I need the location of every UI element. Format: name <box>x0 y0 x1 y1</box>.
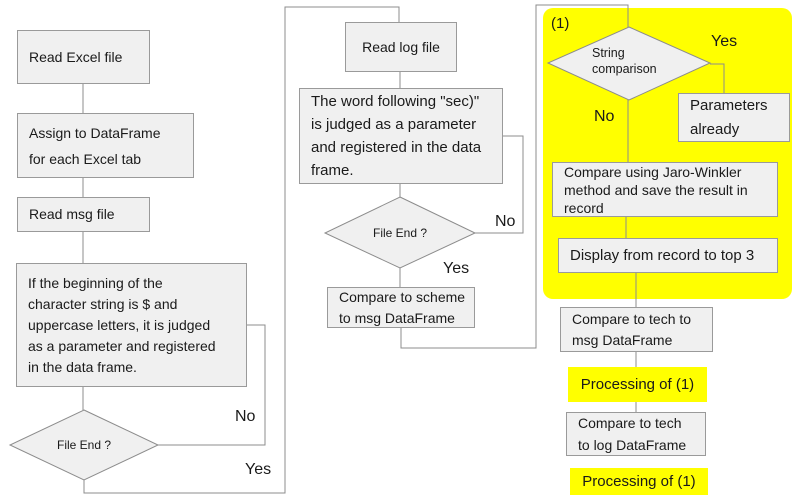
group-label-1: (1) <box>551 15 570 32</box>
process-assign-dataframe: Assign to DataFrame for each Excel tab <box>17 113 194 178</box>
label-processing-of-1-second: Processing of (1) <box>570 468 708 495</box>
process-read-log-file: Read log file <box>345 22 457 72</box>
branch-no-right: No <box>594 108 615 125</box>
decision-diamond-file-end-middle <box>323 196 477 269</box>
process-display-top3: Display from record to top 3 <box>558 238 778 273</box>
branch-yes-right: Yes <box>711 33 738 50</box>
decision-diamond-string-comparison <box>546 26 712 101</box>
branch-yes-left: Yes <box>245 461 272 478</box>
process-compare-tech-log: Compare to tech to log DataFrame <box>566 412 706 456</box>
process-read-msg-file: Read msg file <box>17 197 150 232</box>
connector-no-loop-left <box>158 324 266 446</box>
process-compare-tech-msg: Compare to tech to msg DataFrame <box>560 307 713 352</box>
process-judge-parameter-msg: If the beginning of the character string… <box>16 263 247 387</box>
decision-diamond-file-end-left <box>8 409 160 481</box>
branch-yes-middle: Yes <box>443 260 470 277</box>
branch-no-left: No <box>235 408 256 425</box>
process-judge-parameter-log: The word following "sec)" is judged as a… <box>299 88 503 184</box>
decision-label-string-comparison: String comparison <box>592 46 657 76</box>
connector-no-loop-middle <box>475 135 524 234</box>
label-processing-of-1-first: Processing of (1) <box>568 367 707 402</box>
process-parameters-already: Parameters already <box>678 93 790 142</box>
decision-label-file-end-left: File End ? <box>56 438 112 452</box>
connector-yes-left-to-middle <box>83 6 400 494</box>
connector-yes-right <box>710 63 725 93</box>
process-compare-scheme-msg: Compare to scheme to msg DataFrame <box>327 287 475 328</box>
process-compare-jaro-winkler: Compare using Jaro-Winkler method and sa… <box>552 162 778 217</box>
decision-label-file-end-middle: File End ? <box>372 225 428 240</box>
branch-no-middle: No <box>495 213 516 230</box>
connector-middle-to-right <box>400 4 629 349</box>
process-read-excel-file: Read Excel file <box>17 30 150 84</box>
